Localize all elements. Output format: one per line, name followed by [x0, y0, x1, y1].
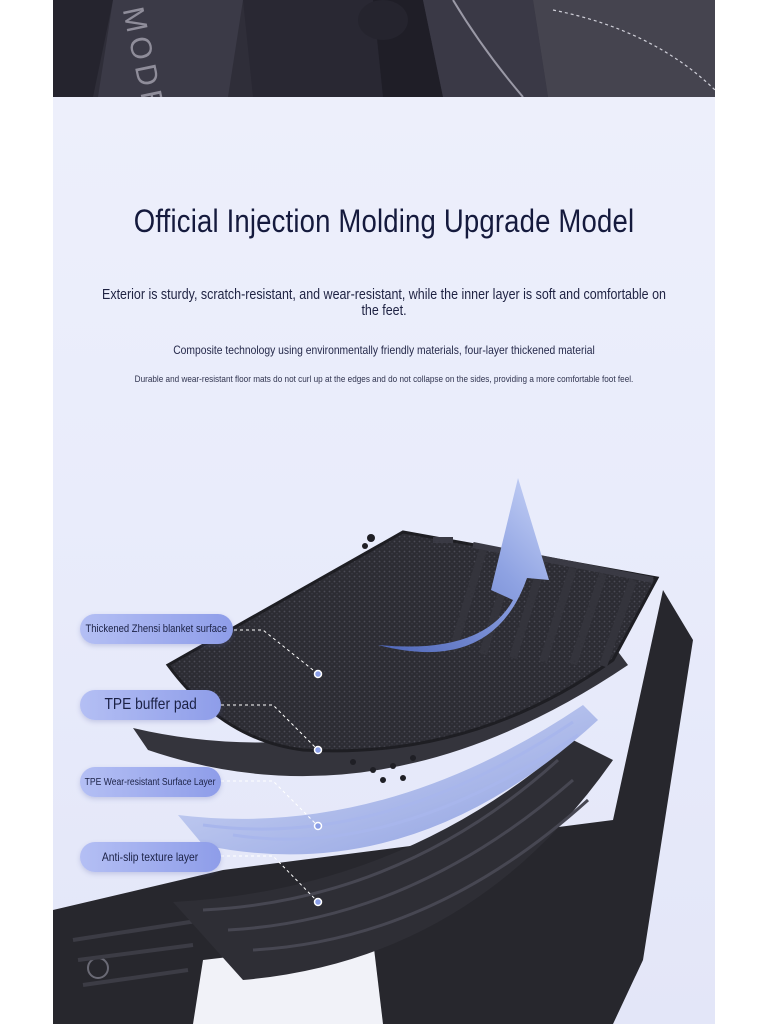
- layer-label-anti-slip: Anti-slip texture layer: [80, 842, 221, 872]
- car-interior-illustration: [53, 0, 715, 97]
- layer-label-text: Anti-slip texture layer: [102, 850, 199, 864]
- product-page: MODE Official Injection Molding Upgrade …: [53, 0, 715, 1024]
- upgrade-arrow-icon: [378, 478, 549, 653]
- layer-label-text: Thickened Zhensi blanket surface: [85, 623, 228, 635]
- buffer-pad-shape: [133, 645, 628, 777]
- feature-detail: Durable and wear-resistant floor mats do…: [134, 374, 634, 385]
- callout-dot: [313, 669, 323, 679]
- floor-mat-layers-illustration: [53, 478, 693, 1024]
- feature-line: Composite technology using environmental…: [173, 343, 595, 357]
- callout-dot: [313, 821, 323, 831]
- layer-label-text: TPE Wear-resistant Surface Layer: [85, 776, 216, 788]
- page-subtitle: Exterior is sturdy, scratch-resistant, a…: [102, 287, 666, 319]
- callout-dot: [313, 745, 323, 755]
- car-interior-photo: MODE: [53, 0, 715, 97]
- layer-label-surface-layer: TPE Wear-resistant Surface Layer: [80, 767, 221, 797]
- page-title: Official Injection Molding Upgrade Model: [133, 203, 635, 239]
- anti-slip-layer-shape: [173, 740, 613, 980]
- layer-label-buffer-pad: TPE buffer pad: [80, 690, 221, 720]
- callout-dot: [313, 897, 323, 907]
- layer-label-carpet: Thickened Zhensi blanket surface: [80, 614, 233, 644]
- layer-label-text: TPE buffer pad: [104, 696, 197, 713]
